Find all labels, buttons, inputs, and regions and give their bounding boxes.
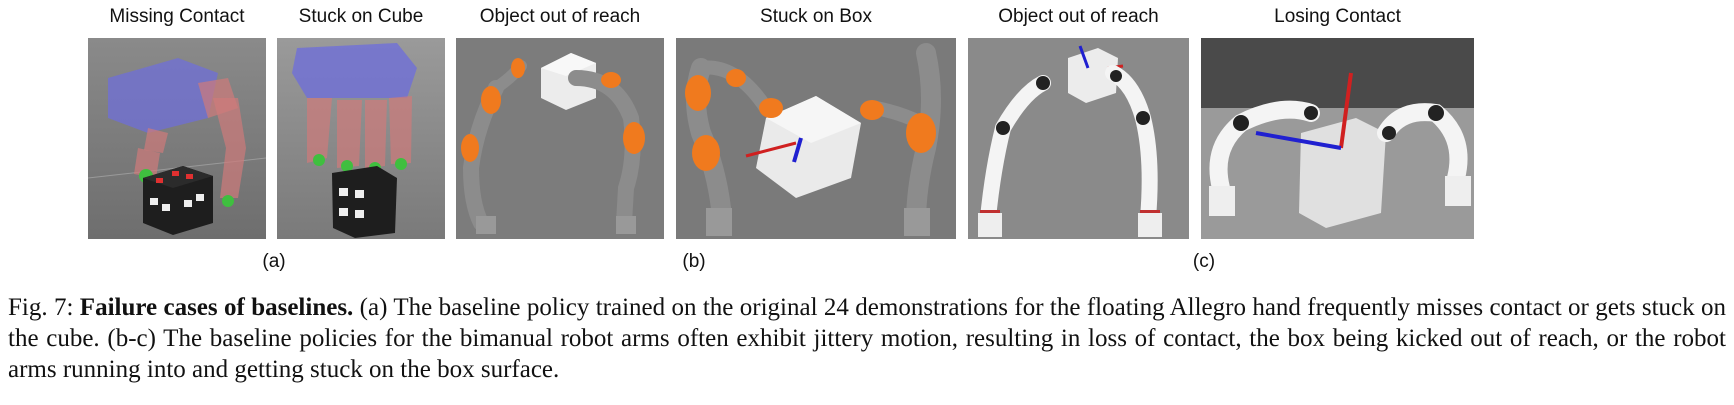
group-label-a: (a) [262, 251, 286, 272]
image-losing-contact [1201, 38, 1474, 239]
image-stuck-on-cube [277, 38, 445, 239]
group-label-c: (c) [1192, 251, 1216, 272]
image-stuck-on-box [676, 38, 956, 239]
image-missing-contact [88, 38, 266, 239]
caption-prefix: Fig. 7: [8, 294, 80, 321]
panel-title-object-out-of-reach-2: Object out of reach [998, 6, 1159, 27]
image-object-out-of-reach-kuka [456, 38, 664, 239]
image-object-out-of-reach-franka [968, 38, 1189, 239]
panel-title-stuck-on-box: Stuck on Box [760, 6, 872, 27]
caption-body: (a) The baseline policy trained on the o… [8, 294, 1726, 383]
panel-title-losing-contact: Losing Contact [1274, 6, 1401, 27]
panel-title-object-out-of-reach-1: Object out of reach [479, 6, 641, 27]
caption-bold-title: Failure cases of baselines. [79, 294, 354, 321]
panel-title-missing-contact: Missing Contact [109, 6, 245, 27]
group-label-b: (b) [682, 251, 706, 272]
figure-caption: Fig. 7: Failure cases of baselines. (a) … [8, 292, 1726, 385]
panel-title-stuck-on-cube: Stuck on Cube [298, 6, 424, 27]
